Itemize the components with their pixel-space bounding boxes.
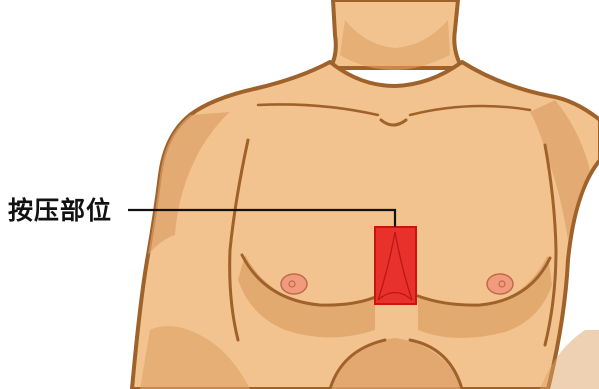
compression-site-label: 按压部位 — [8, 196, 112, 226]
left-nipple — [281, 274, 307, 294]
right-nipple — [487, 274, 513, 294]
compression-site-marker — [375, 227, 416, 304]
torso-illustration — [132, 0, 599, 389]
